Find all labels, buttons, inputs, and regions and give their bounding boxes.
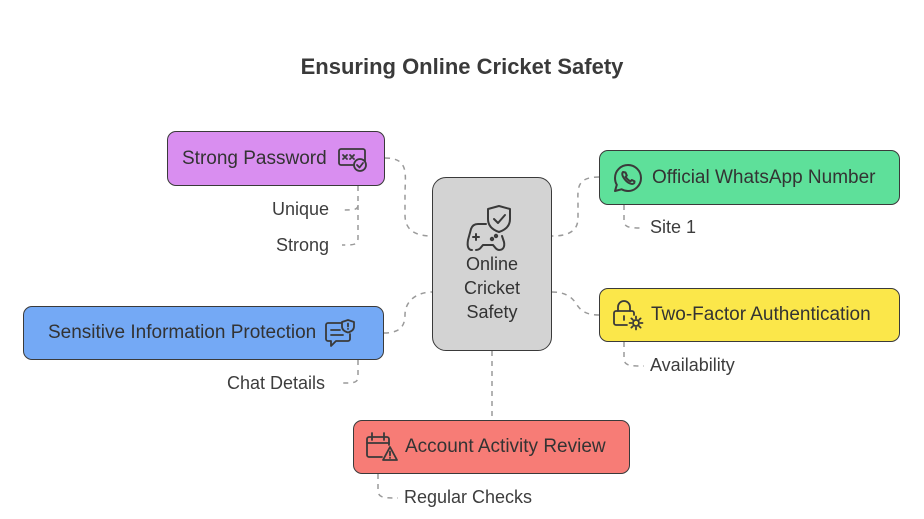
node-strong-password: Strong Password	[167, 131, 385, 186]
node-sensitive-information: Sensitive Information Protection	[23, 306, 384, 360]
node-account-activity: Account Activity Review	[353, 420, 630, 474]
detail-unique: Unique	[272, 199, 330, 219]
connector-strong	[341, 205, 359, 246]
detail-strong: Strong	[276, 235, 330, 255]
connector-two-factor	[551, 291, 600, 316]
center-label-line-3: Safety	[466, 302, 518, 322]
connector-chat-details	[341, 360, 359, 384]
whatsapp-icon	[614, 163, 642, 192]
node-two-factor: Two-Factor Authentication	[599, 288, 900, 342]
node-whatsapp-label: Official WhatsApp Number	[652, 166, 876, 188]
connector-site1	[623, 205, 645, 229]
connector-whatsapp	[551, 176, 600, 237]
node-two-factor-label: Two-Factor Authentication	[651, 304, 871, 325]
center-label-line-1: Online	[465, 254, 519, 274]
node-account-activity-label: Account Activity Review	[405, 436, 606, 457]
center-node: Online Cricket Safety	[432, 177, 552, 351]
password-check-icon	[337, 147, 367, 172]
calendar-warning-icon	[366, 432, 398, 461]
node-whatsapp: Official WhatsApp Number	[599, 150, 900, 205]
connector-unique	[341, 186, 359, 211]
diagram-title: Ensuring Online Cricket Safety	[300, 54, 624, 79]
lock-gear-icon	[613, 300, 644, 331]
chat-shield-icon	[325, 319, 356, 347]
connector-strong-password	[384, 157, 433, 237]
detail-site-1: Site 1	[650, 217, 697, 237]
gamepad-shield-icon	[466, 205, 511, 251]
detail-regular-checks: Regular Checks	[404, 487, 533, 507]
connector-availability	[623, 342, 645, 367]
detail-chat-details: Chat Details	[227, 373, 326, 393]
node-strong-password-label: Strong Password	[182, 147, 327, 169]
connector-sensitive	[383, 291, 433, 334]
node-sensitive-information-label: Sensitive Information Protection	[48, 322, 317, 343]
detail-availability: Availability	[650, 355, 735, 375]
connector-regular-checks	[377, 474, 399, 499]
center-label-line-2: Cricket	[463, 278, 520, 298]
